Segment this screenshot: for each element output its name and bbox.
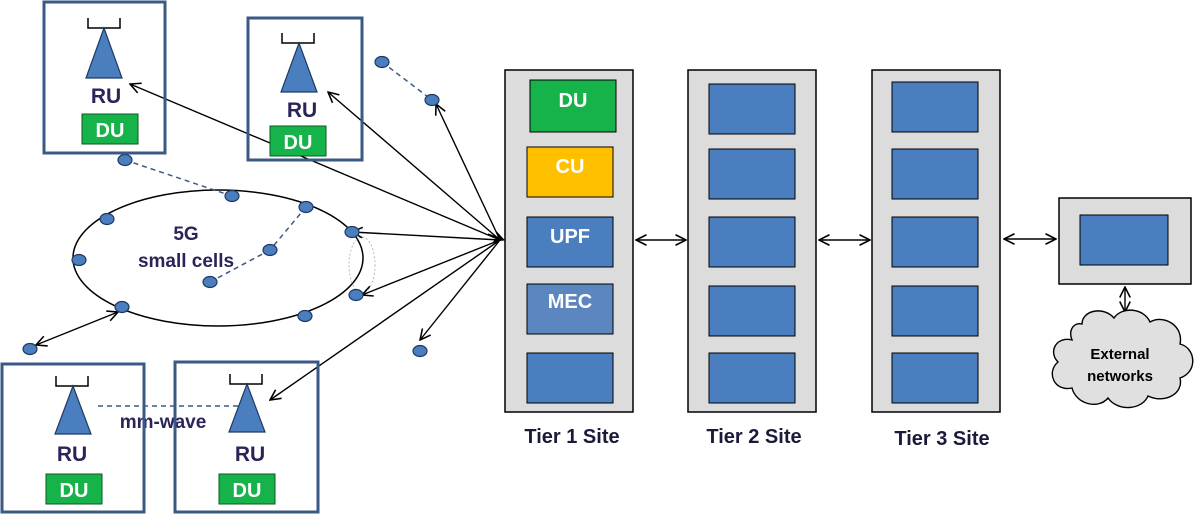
tier2-label: Tier 2 Site [706,426,801,448]
backhaul-links [636,239,1125,312]
tier3-server-box [891,148,979,200]
du-box [45,473,103,505]
tier1-du-box [529,79,617,133]
external-networks-line1: External [1090,346,1149,363]
tier1-cu-box [526,146,614,198]
dashed-link [124,159,233,197]
small-cell-nodes [22,55,440,358]
antenna-icon [55,376,89,387]
du-box [81,113,139,145]
dashed-link [269,206,307,251]
du-box [218,473,276,505]
tier1-site: DU CU UPF MEC [504,69,634,413]
tier3-server-box [891,352,979,404]
tier2-server-box [708,352,796,404]
tier3-site [871,69,1001,413]
ru-du-unit-2: RU DU [246,16,364,162]
tier1-server-box [526,352,614,404]
small-cells-label-line2: small cells [138,251,234,272]
radio-unit-icon [54,384,92,435]
antenna-icon [229,374,263,385]
cloud-icon [1051,309,1194,409]
tier1-label: Tier 1 Site [524,426,619,448]
ru-label: RU [235,443,265,466]
tier2-server-box [708,216,796,268]
tier1-upf-label: UPF [550,226,590,248]
tier2-server-box [708,83,796,135]
ru-label: RU [287,99,317,122]
du-label: DU [96,120,125,142]
du-label: DU [233,480,262,502]
tier3-server-box [891,216,979,268]
ru-du-unit-3: RU DU [0,362,146,514]
tier1-du-label: DU [559,90,588,112]
du-label: DU [284,132,313,154]
mmwave-label: mm-wave [120,412,207,433]
antenna-icon [281,33,315,44]
tier2-site [687,69,817,413]
tier3-label: Tier 3 Site [894,428,989,450]
fronthaul-links [36,84,506,400]
radio-unit-icon [85,26,123,79]
small-cells-label-line1: 5G [173,224,198,245]
radio-unit-icon [228,382,266,433]
tier2-server-box [708,148,796,200]
ru-label: RU [91,85,121,108]
tier3-server-box [891,285,979,337]
radio-unit-icon [280,41,318,93]
tier3-server-box [891,81,979,133]
tier1-mec-label: MEC [548,291,592,313]
du-box [269,125,327,157]
tier1-mec-box [526,283,614,335]
tier1-upf-box [526,216,614,268]
ru-du-unit-4: RU DU [173,360,320,514]
dashed-link [381,61,433,101]
ru-label: RU [57,443,87,466]
tier1-cu-label: CU [556,156,585,178]
ru-du-unit-1: RU DU [42,0,167,155]
external-networks-line2: networks [1087,368,1153,385]
tier2-server-box [708,285,796,337]
dashed-link [209,249,271,283]
gateway-node [1058,197,1192,285]
du-label: DU [60,480,89,502]
